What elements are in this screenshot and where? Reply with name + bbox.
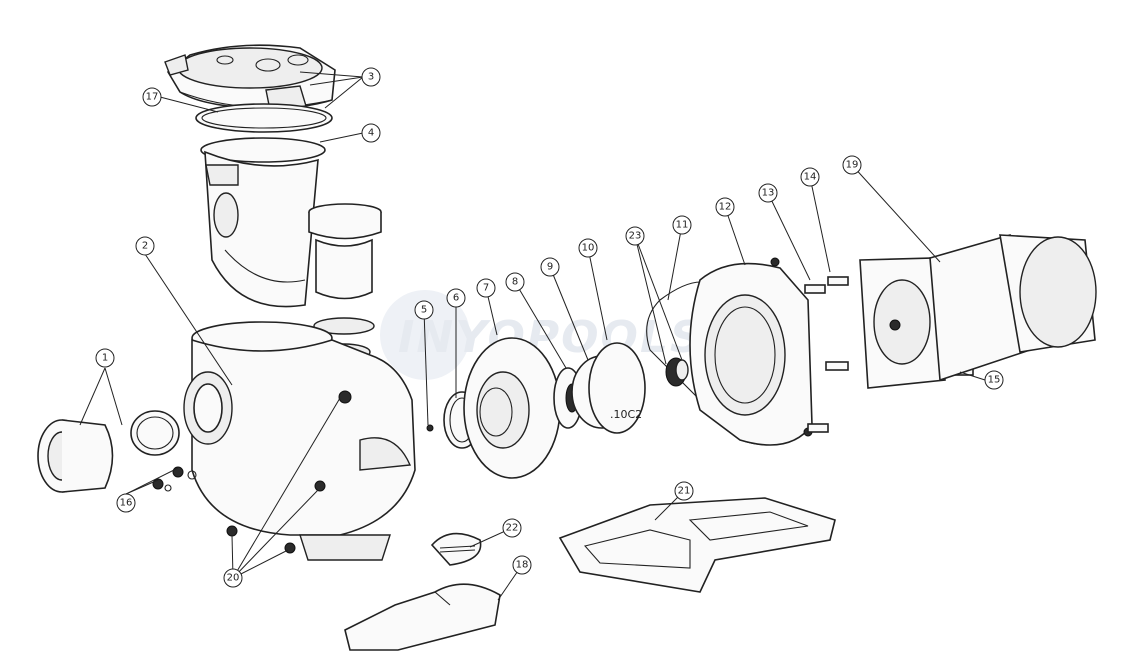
svg-text:23: 23 [629,231,642,242]
callout-13: 13 [758,183,778,203]
callout-18: 18 [512,555,532,575]
impeller-marking: .10C2 [610,408,642,421]
svg-text:16: 16 [120,498,133,509]
svg-text:5: 5 [421,305,427,316]
callout-21: 21 [674,481,694,501]
callout-22: 22 [502,518,522,538]
motor-bracket [689,257,825,446]
motor-base [558,497,836,593]
svg-text:21: 21 [678,486,691,497]
svg-text:3: 3 [368,72,374,83]
callout-8: 8 [505,272,525,292]
callout-2: 2 [135,236,155,256]
svg-text:12: 12 [719,202,732,213]
impeller-assembly: .10C2 [553,342,646,434]
svg-text:15: 15 [988,375,1001,386]
svg-text:8: 8 [512,277,518,288]
callout-9: 9 [540,257,560,277]
lid-o-ring [195,103,333,133]
svg-text:9: 9 [547,262,553,273]
callout-3: 3 [361,67,381,87]
svg-text:7: 7 [483,283,489,294]
watermark: INYOPOOLS [380,290,704,380]
svg-text:2: 2 [142,241,148,252]
seal-parts [426,337,561,479]
svg-text:20: 20 [227,573,240,584]
strainer-lid [164,44,336,111]
callout-16: 16 [116,493,136,513]
svg-text:1: 1 [102,353,108,364]
svg-text:6: 6 [453,293,459,304]
svg-text:18: 18 [516,560,529,571]
strainer-basket [200,137,326,308]
callout-1: 1 [95,348,115,368]
base-pad [430,532,482,566]
callout-5: 5 [414,300,434,320]
svg-text:11: 11 [676,220,689,231]
callout-14: 14 [800,167,820,187]
callout-11: 11 [672,215,692,235]
callout-17: 17 [142,87,162,107]
svg-text:4: 4 [368,128,374,139]
svg-text:19: 19 [846,160,859,171]
callout-19: 19 [842,155,862,175]
svg-text:10: 10 [582,243,595,254]
drain-plugs [152,466,197,492]
gasket [646,281,791,446]
callout-7: 7 [476,278,496,298]
svg-text:22: 22 [506,523,519,534]
callout-6: 6 [446,288,466,308]
callout-15: 15 [984,370,1004,390]
callout-4: 4 [361,123,381,143]
inlet-union [37,410,180,493]
watermark-text: INYOPOOLS [398,312,704,363]
callout-20: 20 [223,568,243,588]
callout-23: 23 [625,226,645,246]
pump-base [344,583,501,651]
callout-12: 12 [715,197,735,217]
callout-10: 10 [578,238,598,258]
motor [859,233,1097,389]
pump-housing [183,321,416,561]
svg-text:13: 13 [762,188,775,199]
svg-text:17: 17 [146,92,159,103]
svg-text:14: 14 [804,172,817,183]
